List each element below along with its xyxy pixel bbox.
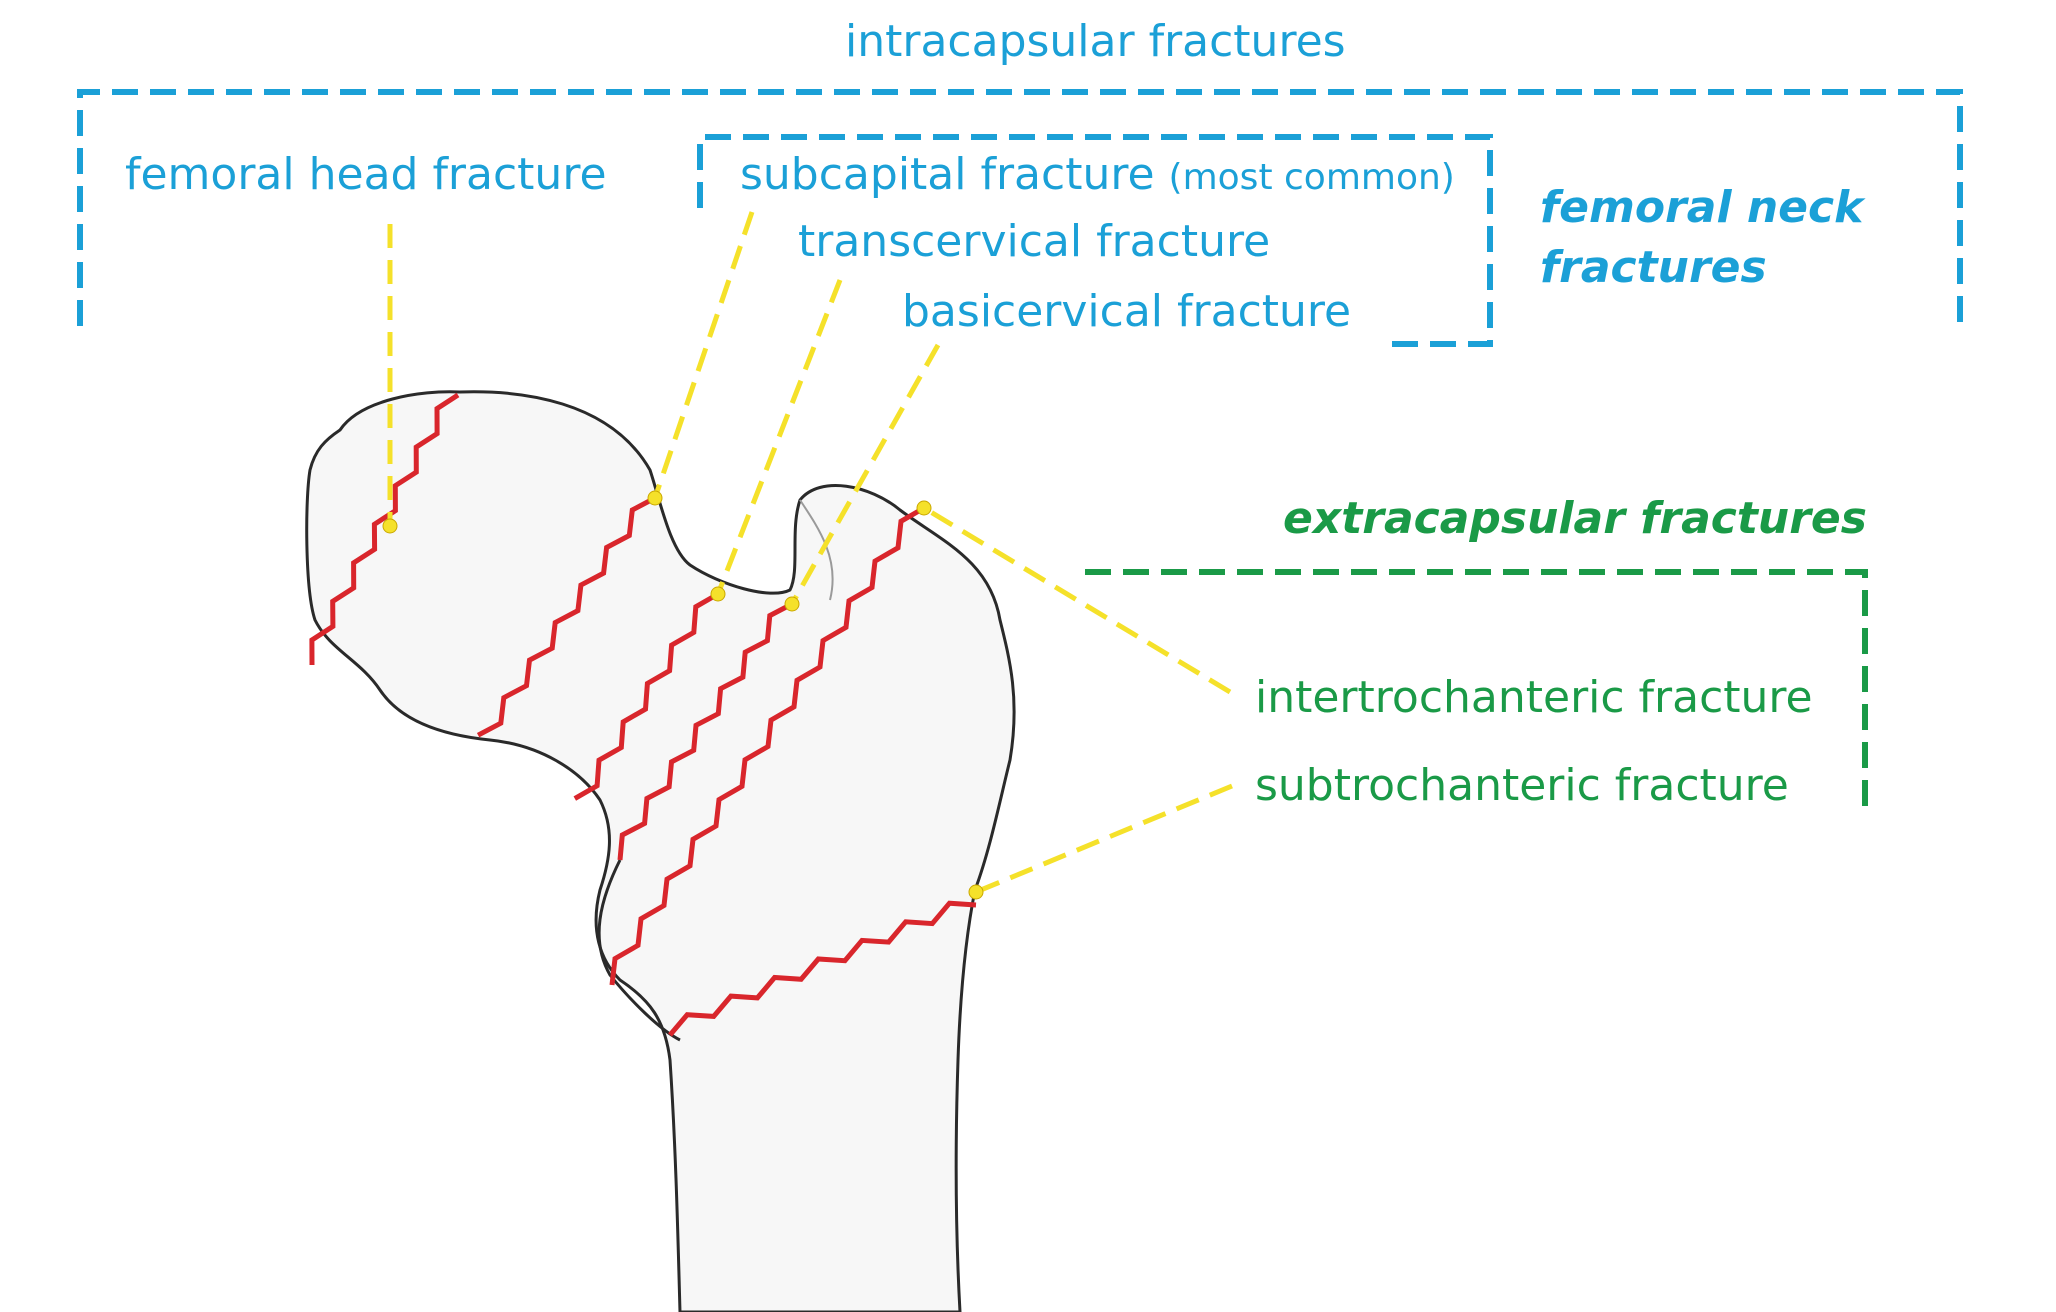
femoral-neck-bracket (697, 134, 1493, 347)
femoral-neck-line2: fractures (1540, 242, 1767, 293)
fracture-line-subtrochanteric (668, 900, 977, 1037)
marker-transcervical (710, 586, 726, 602)
brackets (77, 89, 1963, 810)
marker-intertrochanteric (916, 500, 932, 516)
leader-intertrochanteric (922, 505, 1232, 695)
subtrochanteric-fracture-label: subtrochanteric fracture (1255, 760, 1789, 811)
marker-femoral-head (382, 518, 398, 534)
femoral-neck-line1: femoral neck (1540, 182, 1864, 233)
leader-lines (387, 211, 1233, 895)
fracture-line-femoral-head (309, 392, 460, 666)
femur-outline (305, 390, 1016, 1312)
subcapital-fracture-label: subcapital fracture (most common) (740, 153, 1455, 197)
femoral-neck-fractures-label: femoral neck fractures (1540, 178, 1863, 298)
femoral-head-fracture-label: femoral head fracture (125, 149, 607, 200)
marker-subtrochanteric (968, 884, 984, 900)
fracture-line-subcapital (476, 495, 657, 738)
extracapsular-title: extracapsular fractures (1283, 493, 1867, 544)
fracture-line-basicervical (617, 601, 794, 861)
fracture-line-transcervical (573, 591, 720, 801)
fracture-line-intertrochanteric (609, 505, 926, 986)
leader-subtrochanteric (975, 783, 1233, 895)
intracapsular-bracket (77, 89, 1963, 326)
intracapsular-title: intracapsular fractures (845, 16, 1346, 67)
subcapital-label-text: subcapital fracture (740, 149, 1155, 200)
leader-basicervical (789, 343, 941, 606)
leader-subcapital (652, 211, 755, 499)
leader-transcervical (715, 279, 843, 595)
intertrochanteric-fracture-label: intertrochanteric fracture (1255, 672, 1813, 723)
fracture-markers (382, 490, 984, 900)
marker-basicervical (784, 596, 800, 612)
basicervical-fracture-label: basicervical fracture (902, 286, 1352, 337)
marker-subcapital (647, 490, 663, 506)
subcapital-note: (most common) (1168, 157, 1455, 198)
transcervical-fracture-label: transcervical fracture (798, 216, 1271, 267)
femur-bone (305, 390, 1016, 1312)
extracapsular-bracket (1085, 569, 1868, 810)
fracture-lines (309, 392, 977, 1037)
lesser-trochanter (597, 859, 681, 1042)
